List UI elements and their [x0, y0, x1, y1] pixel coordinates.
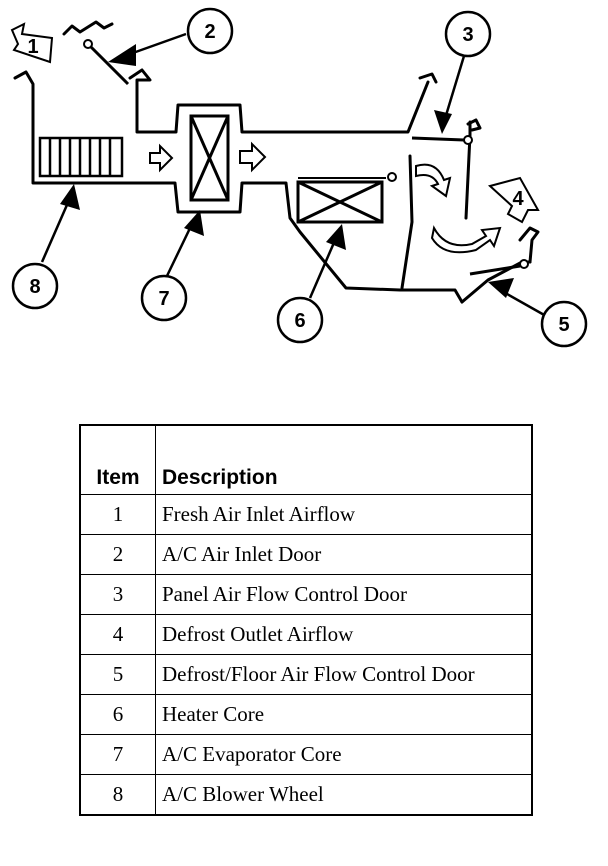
- callout-circle-6: [276, 296, 324, 344]
- callout-circle-8: [11, 262, 59, 310]
- table-row: 2 A/C Air Inlet Door: [79, 534, 533, 575]
- callout-label-2: 2: [204, 21, 215, 43]
- callout-label-3: 3: [462, 24, 473, 46]
- heater-core: [296, 172, 397, 224]
- leader-arrowhead-5: [488, 278, 514, 298]
- leader-arrowhead-3: [434, 110, 452, 134]
- flow-arrow-icon: [239, 141, 267, 173]
- defrost-floor-air-flow-control-door: [469, 259, 529, 276]
- leader-arrowhead-7: [184, 210, 204, 236]
- item-description: Heater Core: [155, 694, 533, 735]
- housing-right-wall: [464, 120, 472, 220]
- defrost-door-bracket: [518, 226, 540, 264]
- item-number: 1: [79, 494, 156, 535]
- description-column-header: Description: [155, 424, 533, 495]
- item-column-header: Item: [79, 424, 156, 495]
- legend-table: Item Description 1 Fresh Air Inlet Airfl…: [79, 424, 533, 816]
- leader-arrowhead-8: [60, 184, 80, 210]
- callout-label-1: 1: [27, 36, 38, 58]
- table-row: 8 A/C Blower Wheel: [79, 774, 533, 816]
- leader-arrowhead-6: [326, 224, 346, 250]
- item-number: 7: [79, 734, 156, 775]
- legend-header-row: Item Description: [79, 424, 533, 495]
- ac-evaporator-core: [189, 114, 230, 202]
- leader-arrowhead-2: [108, 44, 136, 66]
- callout-label-6: 6: [294, 310, 305, 332]
- item-number: 8: [79, 774, 156, 816]
- flow-arrow-icon: [149, 143, 174, 173]
- leader-line-8: [40, 197, 72, 263]
- fresh-air-inlet-arrow-icon: [10, 22, 54, 64]
- panel-outlet-flange: [418, 72, 438, 84]
- callout-circle-5: [540, 300, 588, 348]
- inlet-door-linkage: [62, 20, 114, 36]
- callout-circle-7: [140, 274, 188, 322]
- callout-circle-3: [444, 10, 492, 58]
- callout-label-8: 8: [29, 276, 40, 298]
- item-number: 2: [79, 534, 156, 575]
- callout-circle-2: [186, 7, 234, 55]
- callout-label-7: 7: [158, 288, 169, 310]
- airflow-diagram: 1 2 3 4 5 6 7 8: [10, 7, 588, 348]
- panel-door-bracket: [466, 118, 482, 132]
- ac-air-inlet-door: [83, 39, 130, 86]
- table-row: 7 A/C Evaporator Core: [79, 734, 533, 775]
- leader-line-6: [308, 237, 338, 299]
- leader-line-5: [499, 288, 547, 318]
- item-number: 4: [79, 614, 156, 655]
- item-description: A/C Evaporator Core: [155, 734, 533, 775]
- item-description: Panel Air Flow Control Door: [155, 574, 533, 615]
- defrost-outlet-arrow-icon: [487, 176, 540, 224]
- table-row: 6 Heater Core: [79, 694, 533, 735]
- table-row: 1 Fresh Air Inlet Airflow: [79, 494, 533, 535]
- leader-line-3: [442, 55, 466, 123]
- callout-label-5: 5: [558, 314, 569, 336]
- item-number: 6: [79, 694, 156, 735]
- ac-blower-wheel: [38, 136, 124, 178]
- item-description: A/C Blower Wheel: [155, 774, 533, 816]
- item-description: A/C Air Inlet Door: [155, 534, 533, 575]
- leader-line-7: [164, 223, 194, 279]
- table-row: 3 Panel Air Flow Control Door: [79, 574, 533, 615]
- curved-flow-arrow-icon: [430, 225, 502, 254]
- table-row: 4 Defrost Outlet Airflow: [79, 614, 533, 655]
- item-description: Defrost Outlet Airflow: [155, 614, 533, 655]
- housing-top-wall: [128, 68, 430, 134]
- table-row: 5 Defrost/Floor Air Flow Control Door: [79, 654, 533, 695]
- interior-divider: [400, 154, 414, 290]
- item-description: Defrost/Floor Air Flow Control Door: [155, 654, 533, 695]
- panel-air-flow-control-door: [411, 135, 473, 145]
- item-number: 5: [79, 654, 156, 695]
- item-number: 3: [79, 574, 156, 615]
- housing-outline: [13, 70, 464, 304]
- curved-flow-arrow-icon: [415, 163, 452, 198]
- item-description: Fresh Air Inlet Airflow: [155, 494, 533, 535]
- leader-line-2: [129, 32, 187, 56]
- callout-label-4: 4: [512, 188, 524, 210]
